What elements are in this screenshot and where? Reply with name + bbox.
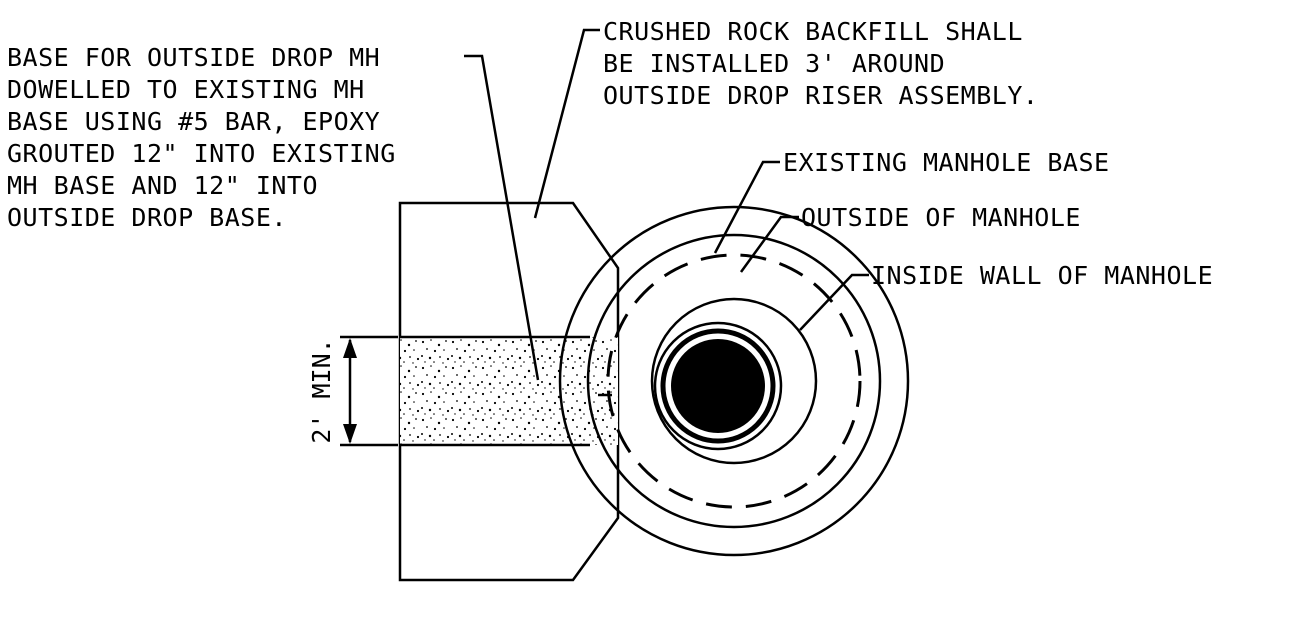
leader-existing-base	[713, 160, 780, 254]
leader-inside-wall	[799, 273, 869, 331]
base-note-line: DOWELLED TO EXISTING MH	[7, 75, 365, 104]
existing-manhole-base-label: EXISTING MANHOLE BASE	[783, 148, 1110, 177]
base-note-line: BASE USING #5 BAR, EPOXY	[7, 107, 380, 136]
leader-base-note	[464, 54, 540, 381]
backfill-note-line: OUTSIDE DROP RISER ASSEMBLY.	[603, 81, 1038, 110]
backfill-note-line: BE INSTALLED 3' AROUND	[603, 49, 945, 78]
existing-manhole-base-circle	[558, 205, 910, 557]
base-note: BASE FOR OUTSIDE DROP MH DOWELLED TO EXI…	[7, 43, 411, 232]
leader-backfill-note	[533, 28, 600, 219]
base-note-line: GROUTED 12" INTO EXISTING	[7, 139, 396, 168]
dimension-2ft-min: 2' MIN.	[307, 335, 398, 447]
riser-pipe	[671, 339, 765, 433]
base-note-line: BASE FOR OUTSIDE DROP MH	[7, 43, 380, 72]
inside-wall-of-manhole-label: INSIDE WALL OF MANHOLE	[871, 261, 1213, 290]
riser-ring	[653, 321, 783, 451]
base-note-line: OUTSIDE DROP BASE.	[7, 203, 287, 232]
riser-outer-ring	[650, 297, 818, 465]
riser-inner-ring	[660, 328, 776, 444]
backfill-note: CRUSHED ROCK BACKFILL SHALL BE INSTALLED…	[603, 17, 1038, 110]
outside-of-manhole-label: OUTSIDE OF MANHOLE	[801, 203, 1081, 232]
leader-lines	[464, 28, 869, 397]
crushed-rock-backfill	[398, 201, 620, 582]
leader-outside	[739, 215, 799, 273]
backfill-note-line: CRUSHED ROCK BACKFILL SHALL	[603, 17, 1023, 46]
outside-drop-base	[400, 337, 618, 445]
base-note-line: MH BASE AND 12" INTO	[7, 171, 318, 200]
outside-of-manhole-circle	[586, 233, 882, 529]
inside-wall-circle	[606, 253, 862, 509]
dimension-label: 2' MIN.	[307, 338, 336, 443]
